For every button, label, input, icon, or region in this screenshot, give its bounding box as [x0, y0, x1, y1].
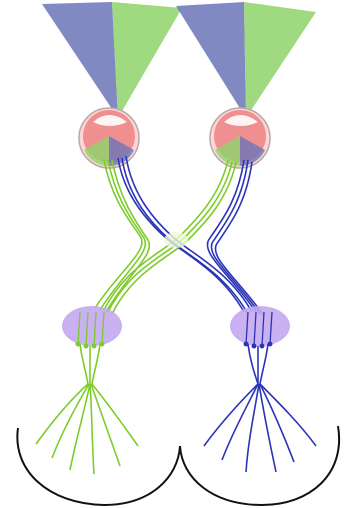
- right-optic-radiation: [204, 344, 316, 472]
- lgn-body: [230, 306, 290, 346]
- right-lgn: [230, 306, 290, 349]
- lgn-body: [62, 306, 122, 346]
- visual-field-right-eye: [176, 2, 316, 118]
- visual-field-left-eye: [42, 2, 182, 118]
- right-visual-cortex: [180, 426, 339, 505]
- left-visual-cortex: [17, 428, 180, 505]
- left-eye: [79, 108, 139, 168]
- visual-field-right-half: [244, 2, 316, 118]
- right-eye: [210, 108, 270, 168]
- left-lgn: [62, 306, 122, 349]
- visual-field-left-half: [176, 2, 246, 118]
- visual-field-right-half: [112, 2, 182, 118]
- optic-chiasm: [164, 232, 188, 248]
- left-optic-radiation: [36, 344, 138, 474]
- visual-field-left-half: [42, 2, 118, 118]
